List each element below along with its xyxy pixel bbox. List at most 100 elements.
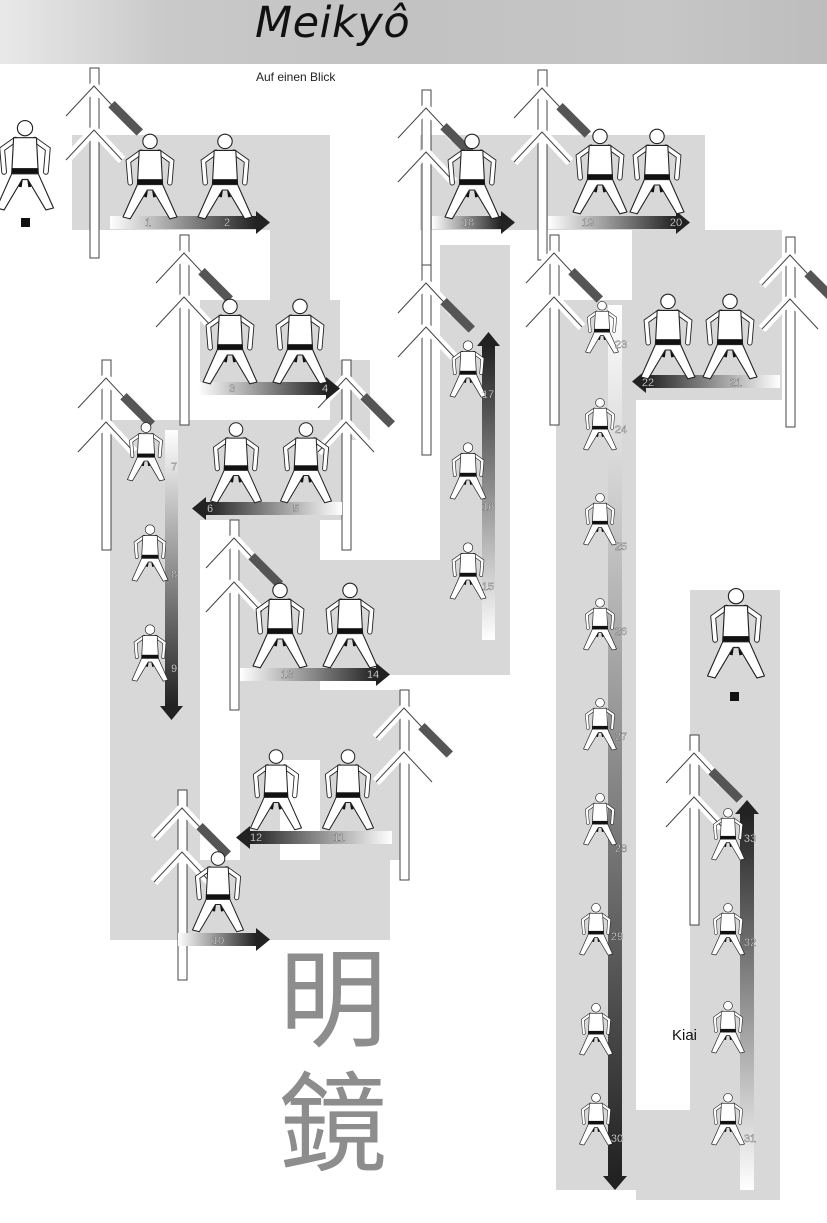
figure-head (16, 120, 34, 137)
move-number-label: 4 (322, 383, 328, 395)
figure-legs (583, 728, 617, 751)
figure-legs (272, 349, 328, 385)
figure-legs (583, 823, 617, 846)
karateka-figure (572, 128, 628, 215)
movement-arrow-body (432, 216, 501, 229)
figure-legs (449, 374, 487, 398)
figure-head (210, 851, 226, 866)
figure-head (723, 1001, 733, 1011)
figure-head (144, 524, 156, 535)
move-number-label: 22 (642, 377, 654, 389)
kanji-kyo: 鏡 (278, 1063, 387, 1188)
figure-arms (581, 1013, 611, 1035)
karateka-figure (252, 582, 308, 669)
figure-head (595, 598, 605, 608)
figure-head (142, 133, 158, 150)
path-segment (636, 1110, 696, 1200)
move-number-label: 8 (171, 569, 177, 581)
figure-legs (131, 558, 169, 582)
move-number-label: 3 (229, 383, 235, 395)
marker-post (421, 264, 432, 456)
figure-end-ready (706, 588, 766, 679)
move-number-label: 23 (615, 339, 627, 351)
figure-legs (702, 344, 758, 380)
move-number-label: 2 (224, 217, 230, 229)
figure-legs (322, 633, 378, 669)
figure-head (649, 128, 665, 145)
figure-arms (713, 818, 743, 840)
figure-belt (459, 179, 485, 185)
karateka-figure (322, 582, 378, 669)
figure-legs (706, 641, 766, 679)
figure-belt (287, 344, 313, 350)
figure-arms (201, 150, 249, 185)
figure-head (217, 133, 233, 150)
karateka-figure (629, 128, 685, 215)
figure-belt (11, 168, 39, 174)
marker-bar (120, 393, 155, 428)
figure-head (592, 128, 608, 145)
karateka-figure (640, 293, 696, 380)
figure-arms (585, 408, 615, 430)
move-number-label: 27 (615, 731, 627, 743)
start-position-marker (21, 218, 30, 227)
figure-start-ready (0, 120, 55, 211)
figure-head (464, 133, 480, 150)
figure-legs (127, 456, 165, 482)
figure-legs (572, 179, 628, 215)
figure-arms (283, 438, 329, 471)
figure-head (292, 298, 308, 315)
figure-arms (448, 150, 496, 185)
direction-markers (62, 67, 827, 981)
karateka-figure (583, 698, 617, 751)
figure-belt (217, 344, 243, 350)
move-number-label: 18 (462, 217, 474, 229)
figure-arms (256, 599, 304, 634)
figure-arms (206, 315, 254, 350)
figure-arms (126, 150, 174, 185)
figure-belt (720, 1120, 736, 1125)
figure-legs (249, 796, 303, 831)
figure-legs (122, 184, 178, 220)
figure-arms (213, 438, 259, 471)
figure-belt (592, 820, 608, 825)
figure-belt (206, 894, 230, 900)
figure-belt (717, 339, 743, 345)
karateka-figure (449, 542, 487, 600)
figure-arms (713, 1103, 743, 1125)
figure-belt (594, 328, 610, 333)
karateka-figure (583, 493, 617, 546)
figure-arms (585, 708, 615, 730)
figure-legs (629, 179, 685, 215)
figure-legs (209, 469, 263, 504)
figure-belt (267, 628, 293, 634)
marker-post (177, 789, 188, 981)
marker-post (341, 359, 352, 551)
move-number-label: 26 (615, 626, 627, 638)
figure-head (342, 582, 358, 599)
figure-belt (224, 465, 248, 471)
figure-belt (588, 1030, 604, 1035)
marker-bar (418, 723, 453, 758)
direction-marker-icon (758, 236, 827, 428)
movement-arrow-body (548, 216, 676, 229)
figure-legs (444, 184, 500, 220)
movement-arrow-body (240, 668, 376, 681)
figure-legs (711, 1123, 745, 1146)
karateka-figure (249, 749, 303, 831)
karateka-figure (583, 598, 617, 651)
figure-legs (583, 628, 617, 651)
figure-head (140, 422, 152, 433)
figure-head (595, 793, 605, 803)
figure-head (660, 293, 676, 310)
marker-bar (248, 553, 283, 588)
karateka-figure (702, 293, 758, 380)
figure-head (222, 298, 238, 315)
figure-head (591, 1003, 601, 1013)
move-number-label: 33 (744, 833, 756, 845)
figure-belt (592, 725, 608, 730)
figure-belt (137, 453, 155, 458)
marker-post (179, 234, 190, 426)
movement-arrow-body (198, 382, 326, 395)
figure-head (722, 293, 738, 310)
